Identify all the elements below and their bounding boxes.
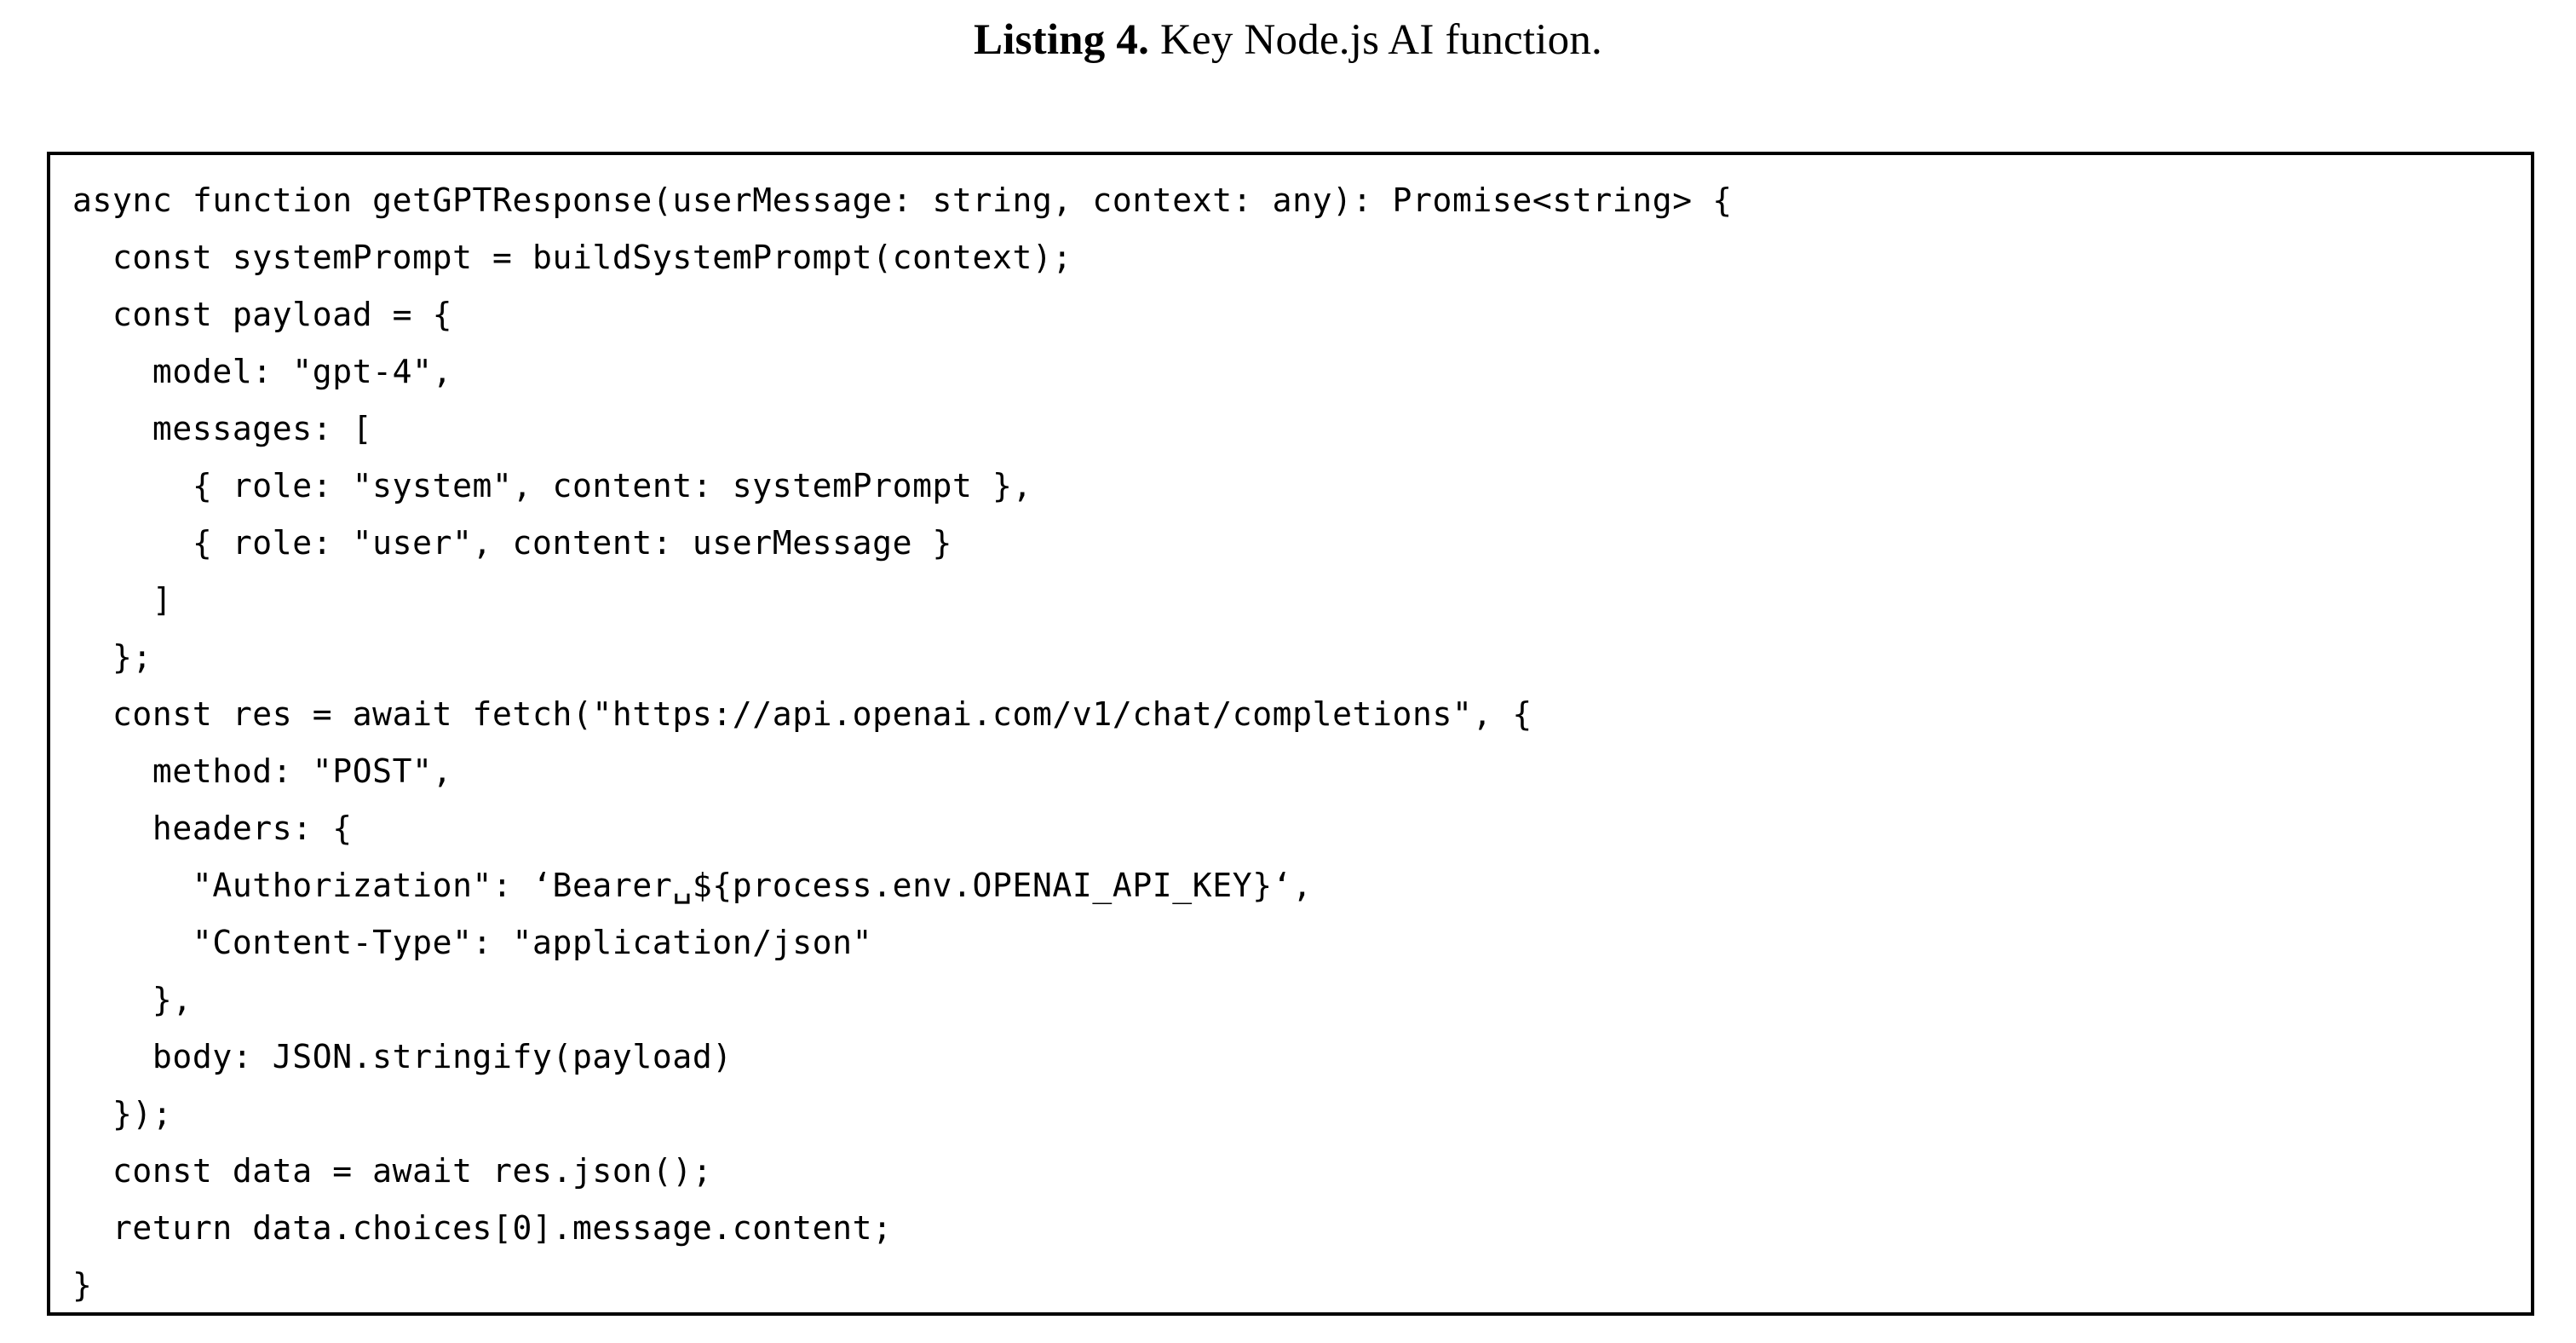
code-line: ] (72, 581, 173, 619)
code-line: "Authorization": ‘Bearer␣${process.env.O… (72, 867, 1313, 904)
code-line: "Content-Type": "application/json" (72, 924, 873, 961)
code-line: const systemPrompt = buildSystemPrompt(c… (72, 239, 1072, 276)
code-line: const res = await fetch("https://api.ope… (72, 695, 1532, 733)
code-line: body: JSON.stringify(payload) (72, 1038, 733, 1075)
code-line: }; (72, 638, 152, 676)
code-listing-frame: async function getGPTResponse(userMessag… (47, 152, 2534, 1316)
code-line: }); (72, 1095, 173, 1133)
code-line: } (72, 1266, 93, 1304)
code-line: method: "POST", (72, 752, 453, 790)
code-line: { role: "system", content: systemPrompt … (72, 467, 1032, 504)
code-line: }, (72, 981, 193, 1018)
listing-caption-label: Listing 4. (974, 16, 1150, 64)
code-line: const payload = { (72, 296, 453, 333)
code-listing-content: async function getGPTResponse(userMessag… (72, 172, 1733, 1312)
listing-caption-text: Key Node.js AI function. (1149, 16, 1602, 64)
code-line: model: "gpt-4", (72, 353, 453, 390)
code-line: messages: [ (72, 410, 373, 447)
code-line: headers: { (72, 810, 353, 847)
code-line: async function getGPTResponse(userMessag… (72, 182, 1733, 219)
code-line: { role: "user", content: userMessage } (72, 524, 953, 562)
listing-caption: Listing 4. Key Node.js AI function. (0, 14, 2576, 66)
code-line: const data = await res.json(); (72, 1152, 713, 1190)
code-line: return data.choices[0].message.content; (72, 1209, 893, 1247)
